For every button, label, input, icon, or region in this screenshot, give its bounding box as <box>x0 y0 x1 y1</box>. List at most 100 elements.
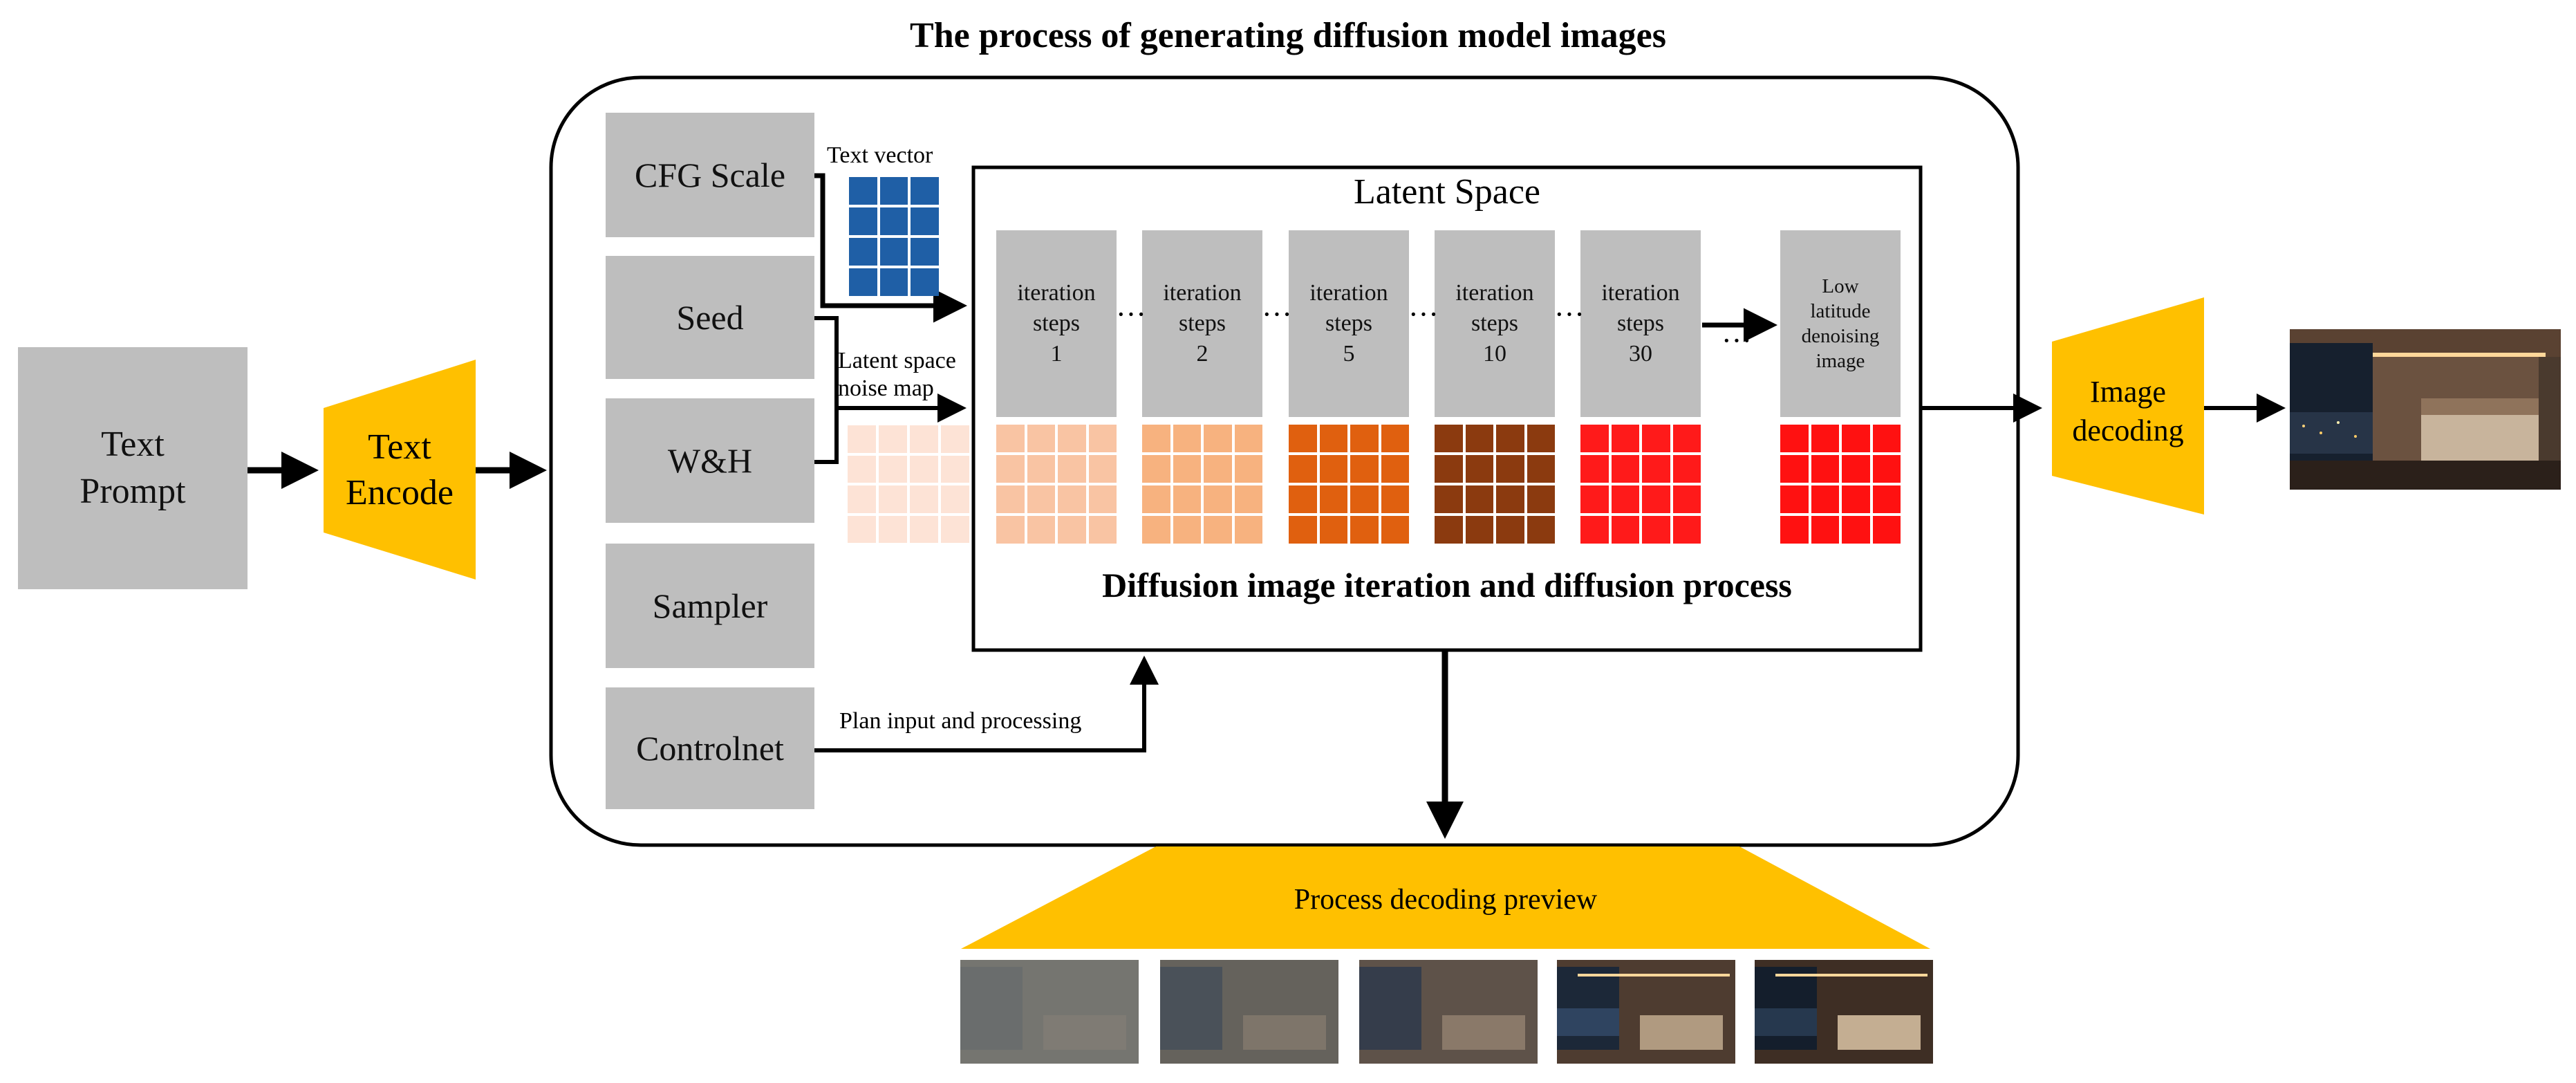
latent-cell <box>1204 425 1232 452</box>
latent-cell <box>1381 485 1409 513</box>
line-wh <box>814 408 839 464</box>
latent-cell <box>1289 516 1317 544</box>
latent-cell <box>1435 425 1463 452</box>
noise-map-grid <box>848 425 969 543</box>
iteration-step-1: iteration steps 1 <box>996 230 1117 417</box>
latent-cell <box>1496 516 1524 544</box>
ellipsis-4: ··· <box>1554 297 1585 331</box>
latent-cell <box>1319 425 1347 452</box>
param-seed: Seed <box>606 256 814 379</box>
latent-cell <box>1234 455 1262 483</box>
latent-cell <box>1319 455 1347 483</box>
iteration-step-30: iteration steps 30 <box>1580 230 1701 417</box>
latent-cell <box>1580 516 1609 544</box>
latent-cell <box>1350 425 1379 452</box>
latent-cell <box>1319 516 1347 544</box>
latent-cell <box>1088 485 1117 513</box>
latent-cell <box>1611 485 1639 513</box>
latent-grid-step-1 <box>996 425 1117 544</box>
latent-cell <box>1842 425 1870 452</box>
latent-grid-step-30 <box>1580 425 1701 544</box>
preview-thumbnail-5 <box>1755 960 1933 1064</box>
latent-cell <box>1811 516 1839 544</box>
latent-cell <box>1611 516 1639 544</box>
latent-cell <box>1580 425 1609 452</box>
latent-cell <box>1289 425 1317 452</box>
iteration-step-2: iteration steps 2 <box>1142 230 1262 417</box>
diagram-title: The process of generating diffusion mode… <box>910 16 1666 55</box>
iteration-step-10: iteration steps 10 <box>1435 230 1555 417</box>
line-seed <box>814 316 967 423</box>
text-encode-label: Text Encode <box>346 427 454 512</box>
latent-cell <box>1642 516 1670 544</box>
latent-cell <box>1088 516 1117 544</box>
latent-cell <box>1381 455 1409 483</box>
arrow-cfg-to-latent <box>814 173 967 323</box>
latent-cell <box>996 425 1025 452</box>
latent-cell <box>1289 455 1317 483</box>
arrow-controlnet-to-latent <box>814 656 1159 752</box>
latent-cell <box>1173 516 1201 544</box>
latent-cell <box>1642 425 1670 452</box>
text-vector-grid <box>849 177 939 296</box>
latent-cell <box>1058 425 1086 452</box>
latent-cell <box>1527 485 1555 513</box>
preview-thumbnail-2 <box>1160 960 1338 1064</box>
latent-cell <box>1496 485 1524 513</box>
latent-cell <box>1496 455 1524 483</box>
latent-cell <box>1580 455 1609 483</box>
text-vector-label: Text vector <box>827 142 933 168</box>
ellipsis-1: ··· <box>1116 297 1146 331</box>
latent-cell <box>1350 485 1379 513</box>
latent-cell <box>1435 455 1463 483</box>
latent-cell <box>1842 485 1870 513</box>
latent-cell <box>1381 425 1409 452</box>
latent-cell <box>1642 455 1670 483</box>
latent-cell <box>1527 455 1555 483</box>
latent-cell <box>1527 425 1555 452</box>
latent-cell <box>1780 425 1809 452</box>
latent-cell <box>1672 516 1701 544</box>
ellipsis-2: ··· <box>1262 297 1292 331</box>
latent-cell <box>1672 455 1701 483</box>
latent-cell <box>1672 425 1701 452</box>
latent-cell <box>1465 516 1493 544</box>
latent-cell <box>1811 455 1839 483</box>
latent-space-title: Latent Space <box>1354 172 1540 212</box>
latent-cell <box>1027 485 1055 513</box>
latent-cell <box>1350 455 1379 483</box>
latent-cell <box>1527 516 1555 544</box>
latent-cell <box>996 485 1025 513</box>
output-image <box>2290 329 2561 490</box>
latent-cell <box>1465 485 1493 513</box>
ellipsis-3: ··· <box>1408 297 1439 331</box>
latent-cell <box>1611 425 1639 452</box>
latent-cell <box>1234 516 1262 544</box>
latent-cell <box>1780 485 1809 513</box>
latent-cell <box>1289 485 1317 513</box>
process-caption: Diffusion image iteration and diffusion … <box>1102 566 1792 604</box>
latent-grid-final <box>1780 425 1901 544</box>
latent-cell <box>1173 425 1201 452</box>
latent-cell <box>1465 425 1493 452</box>
latent-cell <box>1173 485 1201 513</box>
latent-cell <box>1234 425 1262 452</box>
latent-cell <box>1142 516 1170 544</box>
plan-input-label: Plan input and processing <box>839 708 1082 734</box>
text-encode-shape <box>324 360 476 580</box>
latent-cell <box>1381 516 1409 544</box>
latent-grid-step-5 <box>1289 425 1409 544</box>
latent-cell <box>1027 516 1055 544</box>
param-sampler: Sampler <box>606 544 814 668</box>
latent-cell <box>1173 455 1201 483</box>
latent-cell <box>1780 516 1809 544</box>
latent-cell <box>1204 516 1232 544</box>
latent-cell <box>1780 455 1809 483</box>
latent-cell <box>1204 485 1232 513</box>
latent-cell <box>1142 455 1170 483</box>
param-wh: W&H <box>606 398 814 523</box>
latent-cell <box>1204 455 1232 483</box>
latent-cell <box>1058 485 1086 513</box>
latent-cell <box>1842 455 1870 483</box>
pipeline-container <box>549 75 2020 847</box>
